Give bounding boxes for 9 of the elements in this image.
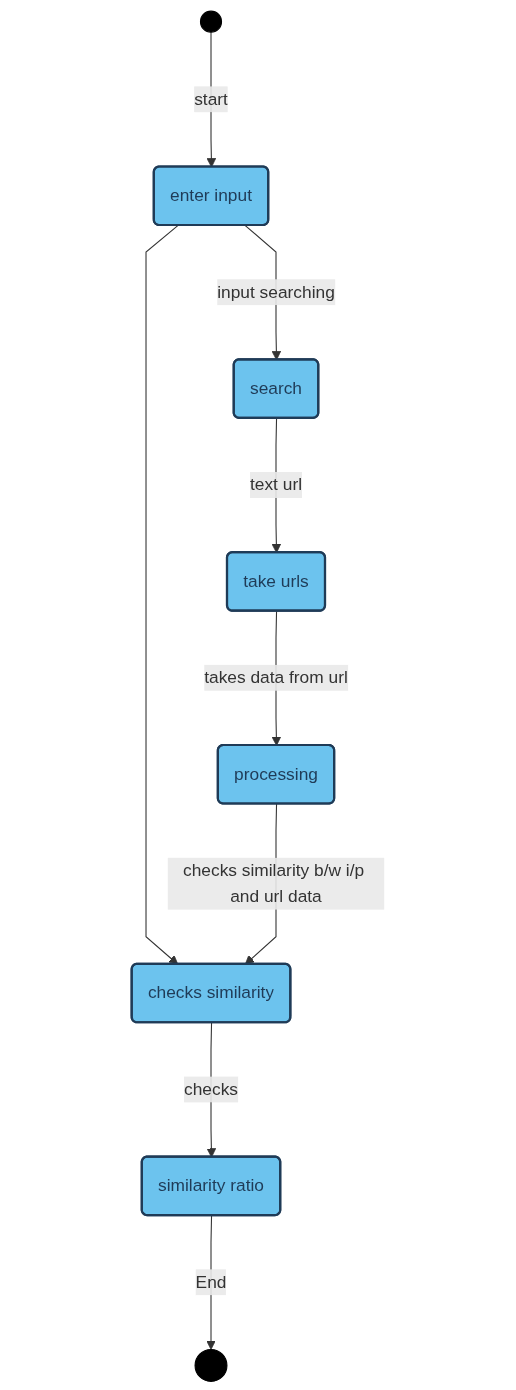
edge-label: takes data from url [204, 668, 348, 687]
edge-label: text url [249, 475, 303, 494]
edge-label: input searching [217, 282, 335, 301]
node-circle [199, 10, 223, 33]
node-circle [194, 1348, 228, 1382]
edge-label: checks [184, 1079, 238, 1099]
edge-label: start [194, 89, 228, 109]
edge-label: checks similarity b/w i/p and url data [183, 860, 365, 906]
edge-label: End [195, 1272, 227, 1291]
